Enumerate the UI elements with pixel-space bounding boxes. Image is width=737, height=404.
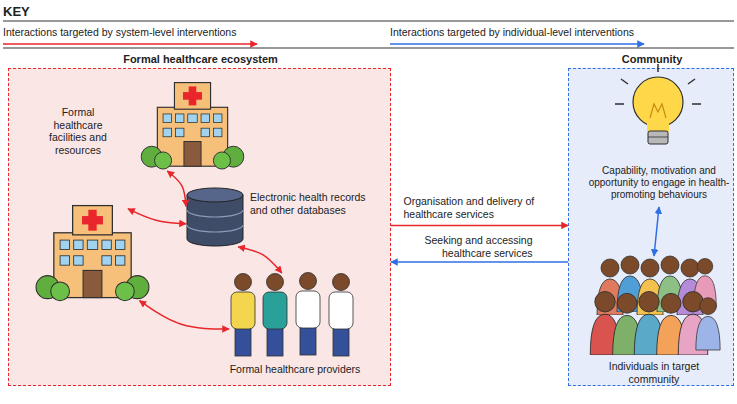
crowd-member xyxy=(597,259,623,315)
community-region: CommunityCapability, motivation and oppo… xyxy=(568,68,734,386)
bulb-base-line xyxy=(648,137,668,138)
crowd-member xyxy=(637,259,663,315)
light-ray xyxy=(615,103,624,105)
key-rule xyxy=(3,21,734,22)
legend-text: Interactions targeted by system-level in… xyxy=(3,26,261,39)
database-top xyxy=(187,188,243,202)
provider-figure xyxy=(329,274,353,357)
lightbulb-node: Capability, motivation and opportunity t… xyxy=(584,77,734,207)
legend-arrow xyxy=(390,43,644,45)
crowd-member xyxy=(696,298,720,350)
database-body xyxy=(187,195,243,246)
providers-node: Formal healthcare providers xyxy=(229,273,361,359)
database-stripe xyxy=(187,210,243,217)
connector-arrow xyxy=(238,247,282,273)
connector-arrow xyxy=(654,207,659,256)
node-label: Individuals in target community xyxy=(589,360,719,385)
legend-sample xyxy=(3,39,261,49)
crowd-member xyxy=(657,293,686,355)
provider-figure xyxy=(231,274,255,357)
database-node: Electronic health records and other data… xyxy=(186,189,244,247)
light-ray xyxy=(657,64,659,72)
bulb-glass xyxy=(633,77,683,127)
legend-arrow xyxy=(3,43,257,45)
hospital-illustration xyxy=(36,206,149,301)
hospital-illustration xyxy=(141,83,244,169)
key-rule xyxy=(3,48,734,49)
node-label: Electronic health records and other data… xyxy=(250,191,375,216)
region-heading: Formal healthcare ecosystem xyxy=(9,53,392,66)
bulb-neck xyxy=(647,121,669,132)
hospital-node: Formal healthcare facilities and resourc… xyxy=(141,76,246,171)
connector-arrow xyxy=(167,171,186,206)
crowd-member xyxy=(678,292,707,355)
individuals-node: Individuals in target community xyxy=(589,256,719,356)
crowd-member xyxy=(634,292,663,355)
bulb-filament xyxy=(650,104,666,118)
light-ray xyxy=(688,79,695,84)
connector-arrow xyxy=(140,301,230,329)
database-stripe xyxy=(187,225,243,232)
light-ray xyxy=(621,79,628,84)
legend-text: Interactions targeted by individual-leve… xyxy=(390,26,648,39)
crowd-member xyxy=(657,256,683,312)
legend-item: Interactions targeted by individual-leve… xyxy=(390,26,648,49)
bulb-base xyxy=(648,131,668,144)
crowd-member xyxy=(613,293,642,355)
crowd-member xyxy=(694,258,717,307)
connector-arrow xyxy=(128,209,186,224)
ecosystem-region: Formal healthcare ecosystemFormal health… xyxy=(8,68,391,386)
legend-sample xyxy=(390,39,648,49)
provider-figure xyxy=(263,274,287,357)
crowd-illustration xyxy=(590,256,720,355)
crowd-member xyxy=(590,292,619,355)
crowd-member xyxy=(677,259,703,315)
connector-label: Seeking and accessing healthcare service… xyxy=(418,234,533,259)
connector-label: Organisation and delivery of healthcare … xyxy=(404,195,549,220)
crowd-member xyxy=(617,256,643,312)
connector-arrow xyxy=(391,261,568,263)
hospital-node xyxy=(36,198,151,306)
database-illustration xyxy=(187,188,243,246)
node-label: Capability, motivation and opportunity t… xyxy=(584,165,734,201)
region-heading: Community xyxy=(569,53,735,66)
legend-item: Interactions targeted by system-level in… xyxy=(3,26,261,49)
connector-arrow xyxy=(391,225,568,227)
node-label: Formal healthcare providers xyxy=(205,363,385,376)
light-ray xyxy=(692,103,701,105)
provider-figure xyxy=(296,273,320,356)
lightbulb-illustration xyxy=(615,64,701,144)
key-heading: KEY xyxy=(3,4,30,19)
node-label: Formal healthcare facilities and resourc… xyxy=(41,106,115,156)
